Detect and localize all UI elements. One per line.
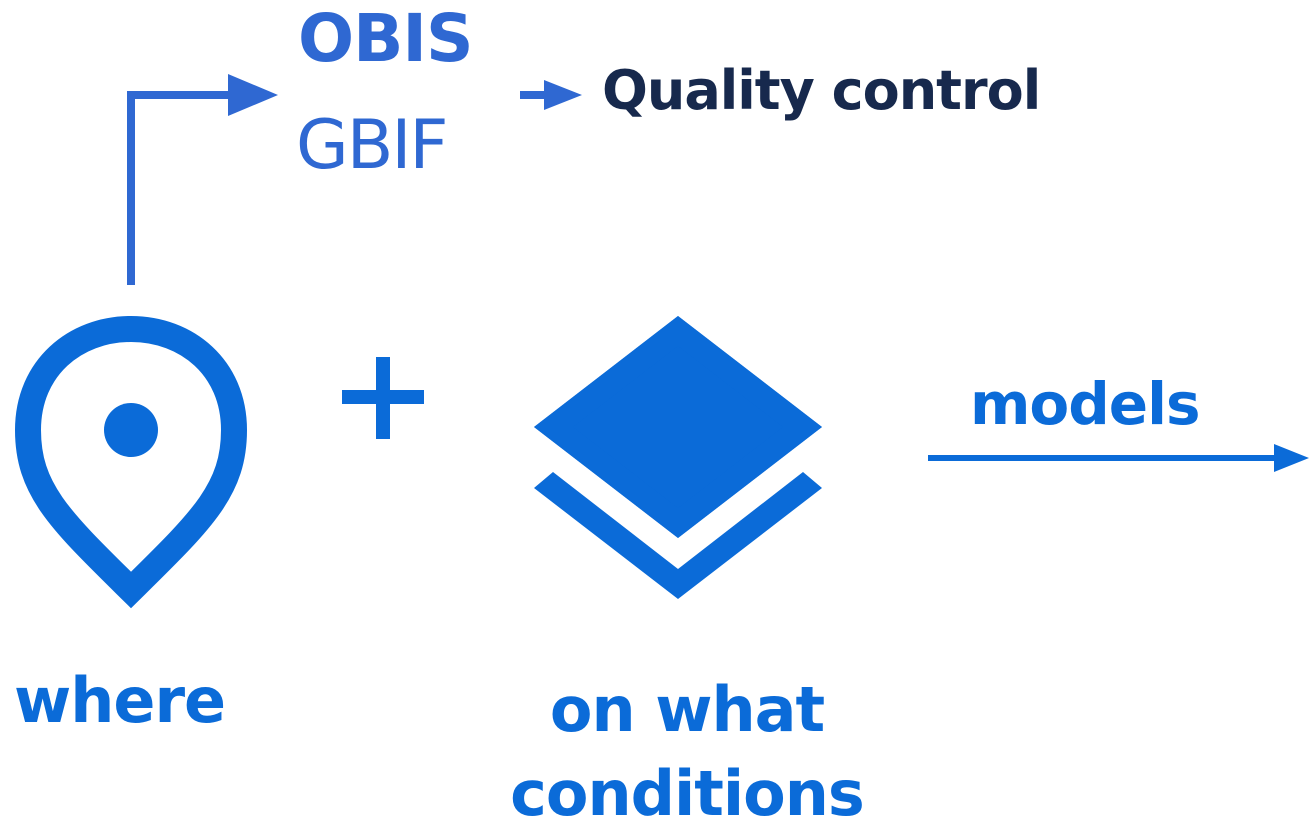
conditions-line-2: conditions bbox=[510, 756, 865, 830]
quality-control-label: Quality control bbox=[602, 59, 1041, 122]
obis-label: OBIS bbox=[298, 0, 474, 77]
models-label: models bbox=[970, 370, 1201, 438]
layers-icon bbox=[534, 316, 822, 599]
gbif-label: GBIF bbox=[296, 106, 449, 185]
pin-to-sources-arrow bbox=[127, 74, 278, 285]
location-pin-icon bbox=[14, 315, 248, 609]
plus-icon bbox=[342, 357, 424, 439]
conditions-line-1: on what bbox=[549, 673, 825, 746]
models-arrow bbox=[928, 444, 1309, 472]
sources-to-qc-arrow bbox=[520, 80, 582, 110]
where-label: where bbox=[14, 664, 226, 737]
conditions-label: on what conditions bbox=[478, 668, 896, 835]
